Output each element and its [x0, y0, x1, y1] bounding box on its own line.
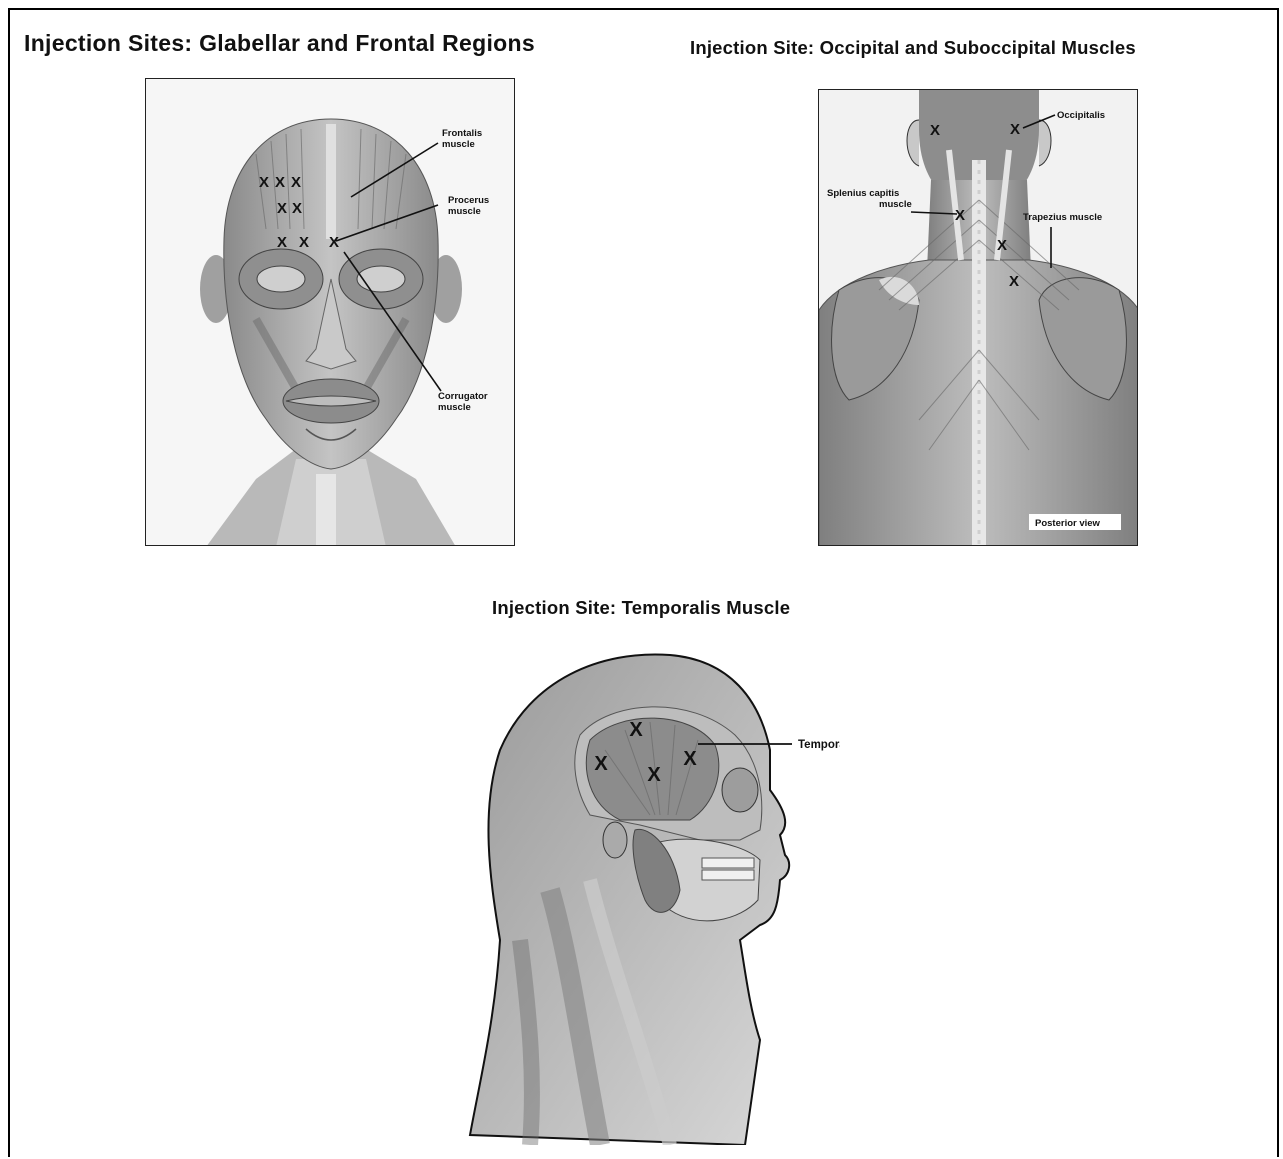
title-glabellar-frontal: Injection Sites: Glabellar and Frontal R…: [24, 30, 535, 57]
temporalis-anatomy-panel: X X X X Temporalis: [440, 640, 840, 1145]
label-temporalis: Temporalis: [798, 739, 840, 751]
face-anatomy-panel: X X X X X X X X Frontalis muscle Proceru…: [145, 78, 515, 546]
face-illustration: X X X X X X X X Frontalis muscle Proceru…: [146, 79, 515, 546]
injection-x-marker: X: [647, 764, 661, 786]
injection-x-marker: X: [1010, 121, 1020, 138]
injection-x-marker: X: [955, 207, 965, 224]
injection-x-marker: X: [594, 753, 608, 775]
injection-x-marker: X: [259, 174, 269, 191]
injection-x-marker: X: [329, 234, 339, 251]
label-occipitalis: Occipitalis: [1057, 110, 1105, 121]
injection-x-marker: X: [930, 122, 940, 139]
label-splenius: Splenius capitis: [827, 188, 899, 199]
injection-x-marker: X: [683, 748, 697, 770]
injection-x-marker: X: [291, 174, 301, 191]
posterior-anatomy-panel: X X X X X Occipitalis Splenius capitis m…: [818, 89, 1138, 546]
label-procerus: Procerus: [448, 195, 489, 206]
injection-x-marker: X: [629, 719, 643, 741]
injection-x-marker: X: [277, 234, 287, 251]
title-occipital: Injection Site: Occipital and Suboccipit…: [690, 37, 1136, 59]
label-corrugator: Corrugator: [438, 391, 488, 402]
label-splenius-muscle: muscle: [879, 199, 912, 210]
label-posterior-view: Posterior view: [1035, 518, 1101, 529]
label-procerus-muscle: muscle: [448, 206, 481, 217]
injection-x-marker: X: [997, 237, 1007, 254]
injection-x-marker: X: [299, 234, 309, 251]
injection-x-marker: X: [1009, 273, 1019, 290]
posterior-illustration: X X X X X Occipitalis Splenius capitis m…: [819, 90, 1138, 546]
injection-x-marker: X: [275, 174, 285, 191]
label-corrugator-muscle: muscle: [438, 402, 471, 413]
label-frontalis: Frontalis: [442, 128, 482, 139]
label-frontalis-muscle: muscle: [442, 139, 475, 150]
injection-x-marker: X: [292, 200, 302, 217]
title-temporalis: Injection Site: Temporalis Muscle: [492, 597, 790, 619]
injection-x-marker: X: [277, 200, 287, 217]
label-trapezius: Trapezius muscle: [1023, 212, 1102, 223]
side-head-illustration: X X X X Temporalis: [440, 640, 840, 1145]
